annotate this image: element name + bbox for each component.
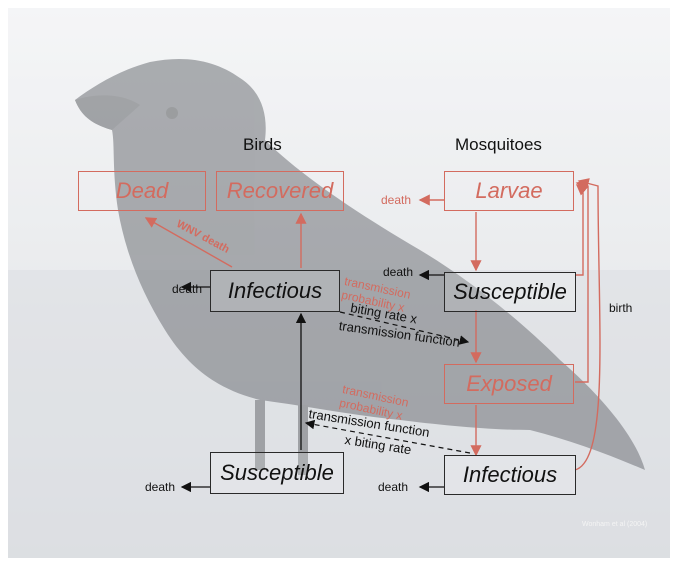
mosquito-susceptible-box: Susceptible [444,272,576,312]
bird-recovered-box: Recovered [216,171,344,211]
citation-label: Wonham et al (2004) [582,521,647,528]
mosquito-infectious-death-label: death [378,480,408,494]
bird-susceptible-death-label: death [145,480,175,494]
birds-header: Birds [243,135,282,155]
mosquito-susceptible-death-label: death [383,265,413,279]
mosquito-larvae-box: Larvae [444,171,574,211]
bird-infectious-death-label: death [172,282,202,296]
bird-infectious-box: Infectious [210,270,340,312]
mosquito-infectious-box: Infectious [444,455,576,495]
larvae-death-label: death [381,193,411,207]
mosquitoes-header: Mosquitoes [455,135,542,155]
bird-susceptible-box: Susceptible [210,452,344,494]
bird-dead-box: Dead [78,171,206,211]
birth-label: birth [609,301,632,315]
mosquito-exposed-box: Exposed [444,364,574,404]
